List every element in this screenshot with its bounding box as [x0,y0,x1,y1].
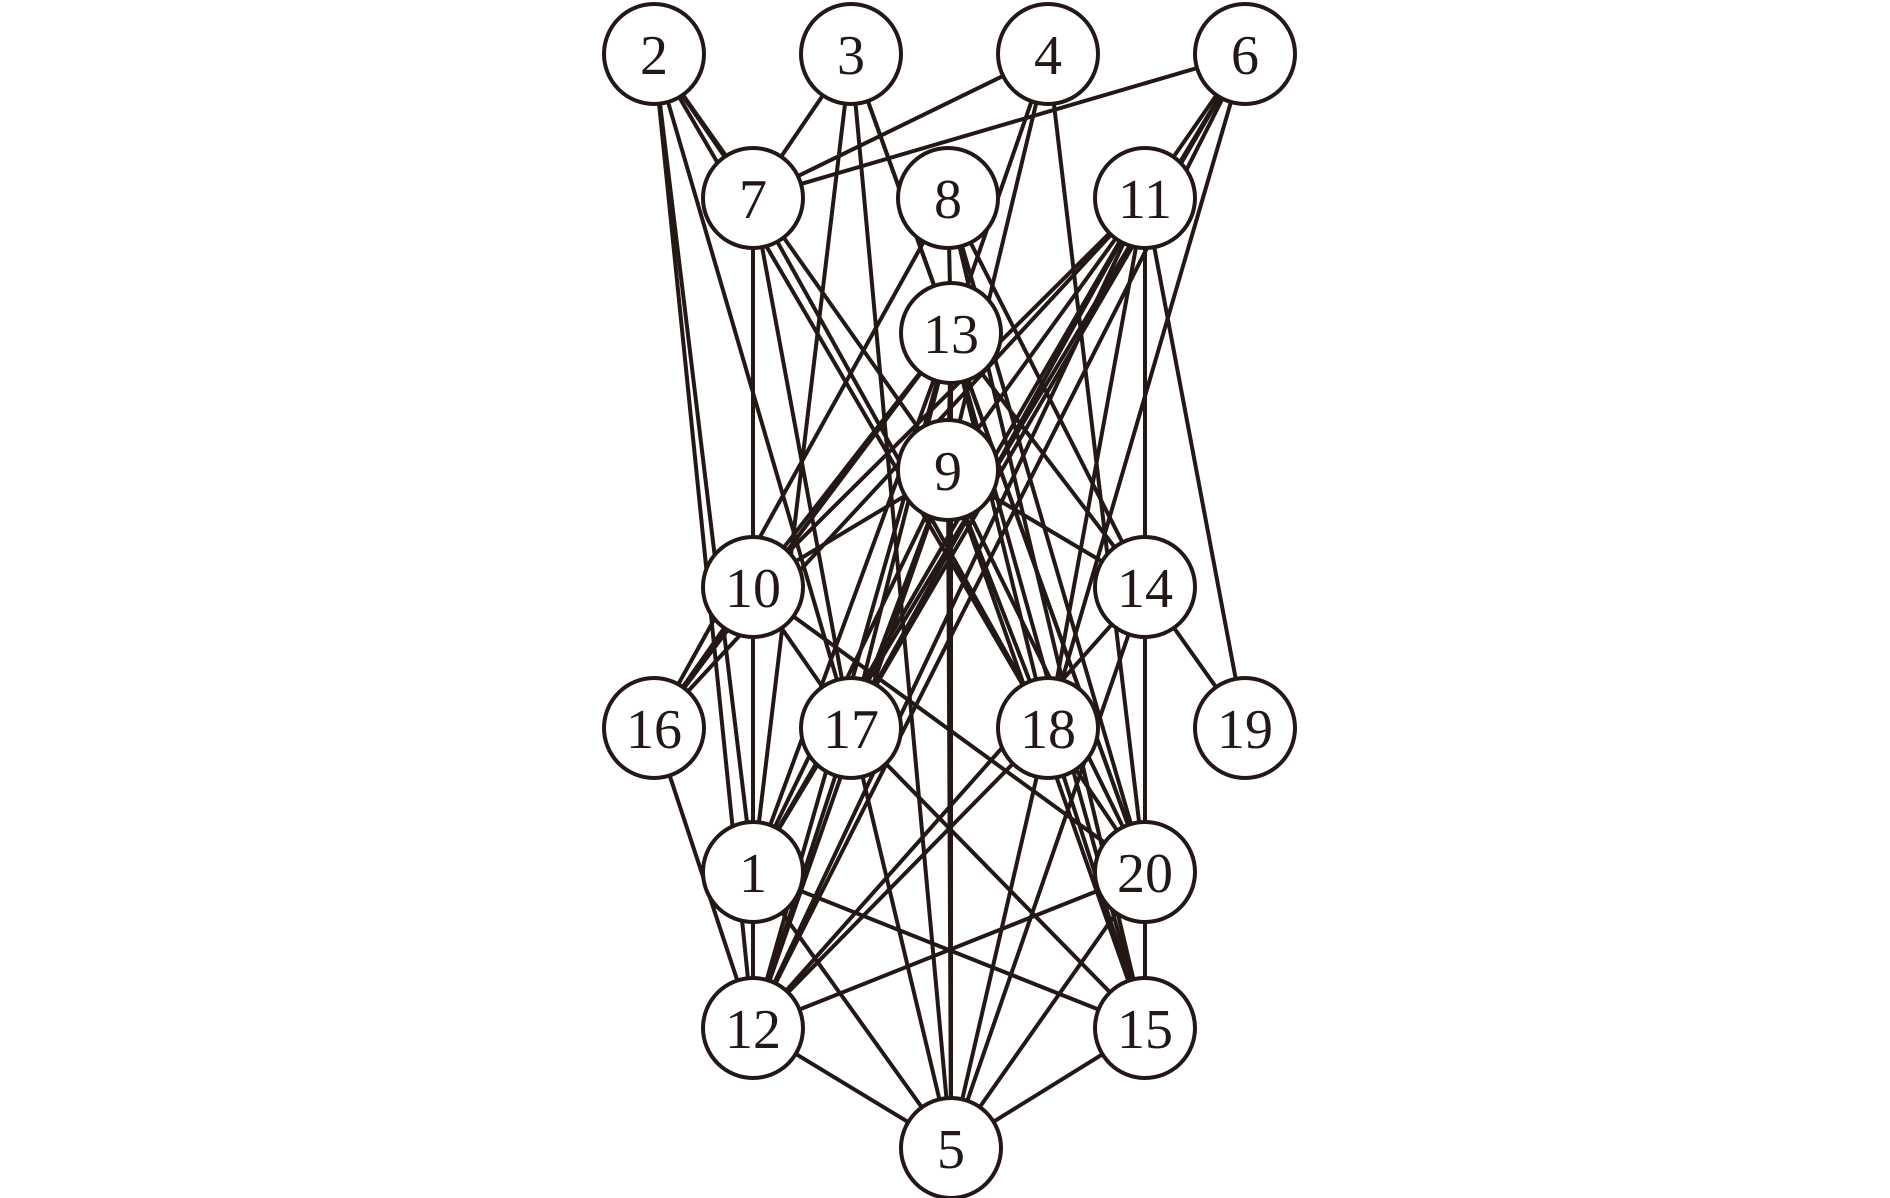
node-circle-17 [799,676,903,780]
node-label-14: 14 [1117,558,1173,620]
node-3: 3 [799,2,903,106]
node-label-8: 8 [934,169,962,231]
node-circle-15 [1093,976,1197,1080]
node-circle-16 [602,676,706,780]
edge-13-20 [949,332,1147,873]
node-circle-4 [996,2,1100,106]
node-label-15: 15 [1117,999,1173,1061]
node-label-4: 4 [1034,25,1062,87]
node-label-10: 10 [725,558,781,620]
edge-13-1 [751,332,953,873]
node-label-13: 13 [923,304,979,366]
node-label-12: 12 [725,999,781,1061]
edge-13-17 [849,332,953,729]
node-circle-8 [896,146,1000,250]
edge-4-9 [946,53,1050,471]
edge-18-5 [949,727,1050,1149]
node-13: 13 [899,281,1003,385]
node-circle-13 [899,281,1003,385]
edge-9-1 [751,469,950,873]
edge-14-12 [751,585,1147,1030]
node-circle-14 [1093,535,1197,639]
edge-13-18 [949,332,1050,729]
node-10: 10 [701,535,805,639]
edge-18-12 [751,726,1050,1030]
edge-11-18 [1046,197,1147,729]
edge-13-16 [652,331,953,730]
edge-8-16 [652,197,950,729]
node-circle-11 [1093,146,1197,250]
node-label-7: 7 [739,169,767,231]
node-circle-2 [602,2,706,106]
node-6: 6 [1193,2,1297,106]
node-label-2: 2 [640,25,668,87]
edge-17-15 [849,726,1147,1030]
node-circle-1 [701,820,805,924]
node-circle-19 [1193,676,1297,780]
edge-2-1 [652,53,755,873]
node-label-16: 16 [626,699,682,761]
node-circle-6 [1193,2,1297,106]
node-label-19: 19 [1217,699,1273,761]
node-19: 19 [1193,676,1297,780]
node-8: 8 [896,146,1000,250]
node-label-20: 20 [1117,843,1173,905]
edge-8-14 [946,197,1147,588]
node-2: 2 [602,2,706,106]
edge-6-7 [752,52,1246,200]
node-label-3: 3 [837,25,865,87]
node-1: 1 [701,820,805,924]
node-layer: 2 3 4 6 7 8 11 13 9 10 14 16 17 18 19 1 20 12 15 5 [602,2,1297,1198]
node-label-9: 9 [934,441,962,503]
node-label-18: 18 [1020,699,1076,761]
node-label-5: 5 [937,1119,965,1181]
node-circle-20 [1093,820,1197,924]
node-circle-5 [899,1096,1003,1198]
node-14: 14 [1093,535,1197,639]
node-18: 18 [996,676,1100,780]
edge-1-5 [751,870,953,1150]
edge-11-9 [946,196,1147,472]
node-15: 15 [1093,976,1197,1080]
node-12: 12 [701,976,805,1080]
node-11: 11 [1093,146,1197,250]
edge-9-20 [946,469,1147,873]
node-7: 7 [701,146,805,250]
edge-14-5 [949,586,1147,1149]
edge-4-7 [752,52,1049,200]
edge-11-19 [1143,197,1247,729]
node-circle-9 [896,418,1000,522]
node-circle-7 [701,146,805,250]
node-20: 20 [1093,820,1197,924]
node-4: 4 [996,2,1100,106]
node-17: 17 [799,676,903,780]
node-5: 5 [899,1096,1003,1198]
node-label-1: 1 [739,843,767,905]
edge-20-5 [949,870,1147,1150]
node-circle-3 [799,2,903,106]
node-label-6: 6 [1231,25,1259,87]
node-9: 9 [896,418,1000,522]
edge-17-5 [849,727,953,1149]
edge-13-14 [949,331,1147,589]
node-circle-18 [996,676,1100,780]
node-label-17: 17 [823,699,879,761]
node-label-11: 11 [1118,169,1172,231]
edge-20-12 [752,870,1146,1030]
node-16: 16 [602,676,706,780]
node-circle-10 [701,535,805,639]
node-circle-12 [701,976,805,1080]
